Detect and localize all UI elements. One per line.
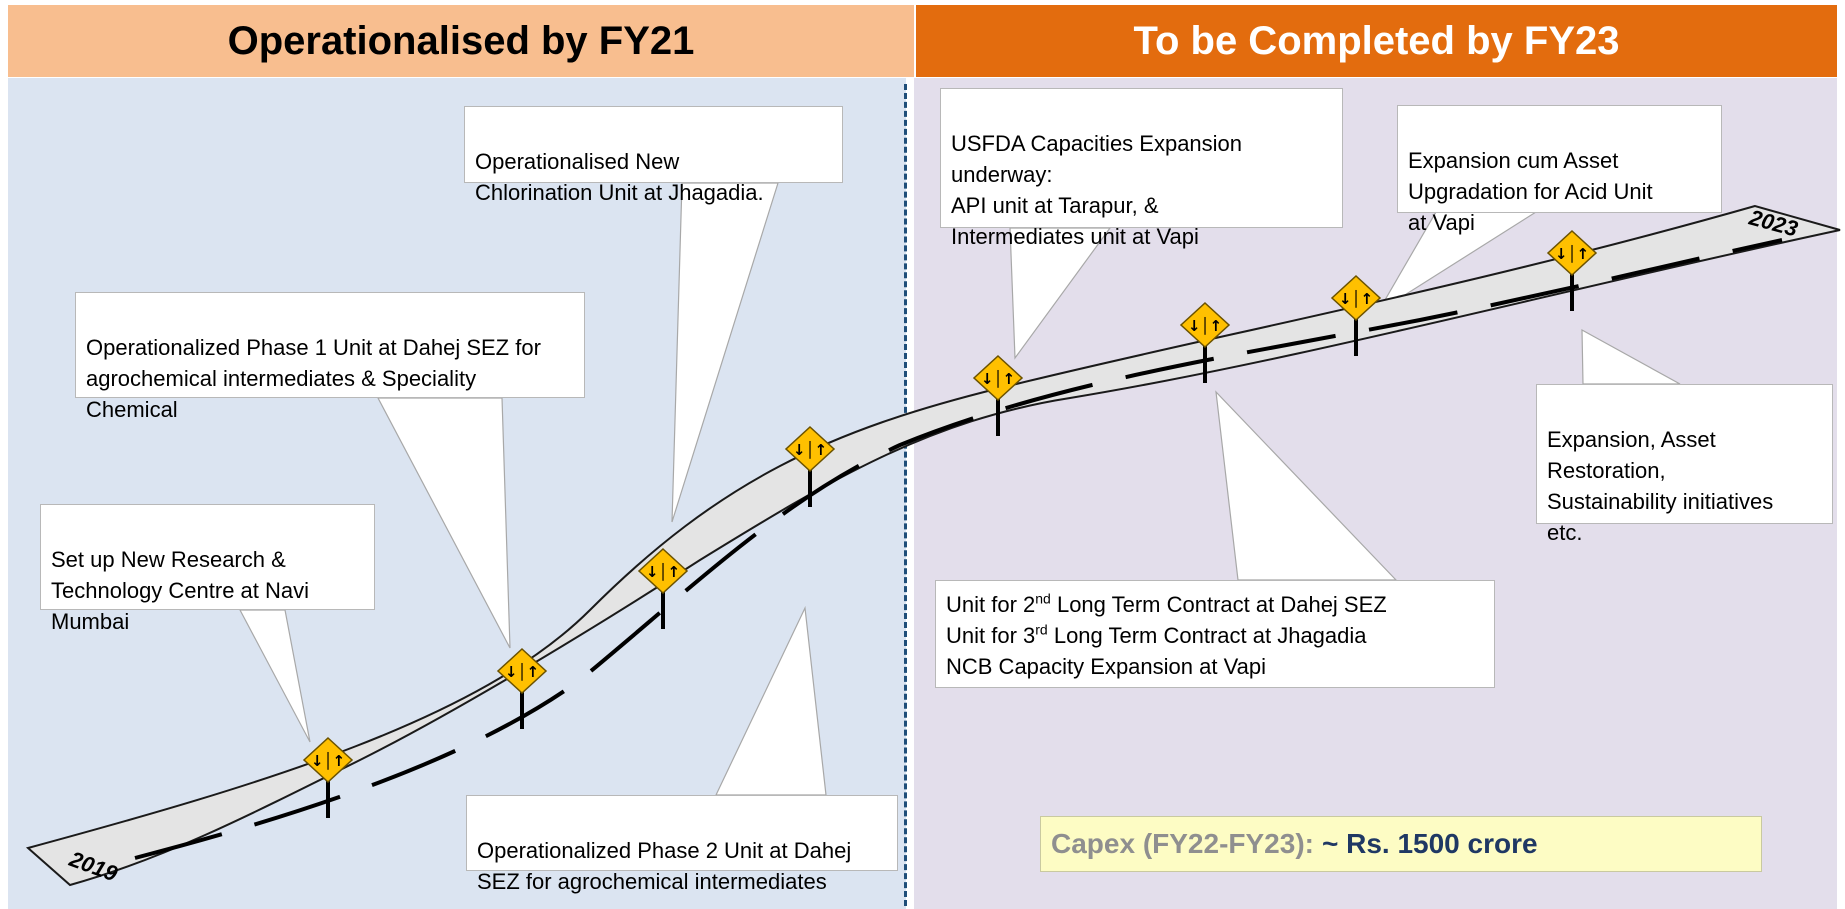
callout-chlorination: Operationalised New Chlorination Unit at… xyxy=(464,106,843,205)
pointer-research xyxy=(239,609,311,743)
long-term-line-2: Unit for 3rd Long Term Contract at Jhaga… xyxy=(946,621,1367,648)
callout-phase2-dahej-text: Operationalized Phase 2 Unit at Dahej SE… xyxy=(477,838,852,894)
pointer-usfda xyxy=(1009,227,1112,360)
capex-label: Capex (FY22-FY23): xyxy=(1051,828,1314,859)
capex-box: Capex (FY22-FY23): ~ Rs. 1500 crore xyxy=(1040,816,1762,872)
callout-usfda: USFDA Capacities Expansion underway: API… xyxy=(940,88,1343,249)
svg-text:↓│↑: ↓│↑ xyxy=(1339,289,1373,308)
callout-phase2-dahej: Operationalized Phase 2 Unit at Dahej SE… xyxy=(466,795,898,894)
callout-acid-unit: Expansion cum Asset Upgradation for Acid… xyxy=(1397,105,1722,235)
long-term-line-1: Unit for 2nd Long Term Contract at Dahej… xyxy=(946,590,1387,617)
svg-text:↓│↑: ↓│↑ xyxy=(311,751,345,770)
callout-phase1-dahej: Operationalized Phase 1 Unit at Dahej SE… xyxy=(75,292,585,422)
pointer-sustainability xyxy=(1581,328,1681,385)
road-sign-icon: ↓│↑ xyxy=(496,647,548,729)
road-center-line xyxy=(134,238,1783,860)
capex-value: ~ Rs. 1500 crore xyxy=(1321,828,1538,859)
pointer-long-term xyxy=(1215,390,1398,581)
callout-phase1-dahej-text: Operationalized Phase 1 Unit at Dahej SE… xyxy=(86,335,541,422)
long-term-line-3: NCB Capacity Expansion at Vapi xyxy=(946,654,1266,679)
road-sign-icon: ↓│↑ xyxy=(302,736,354,818)
header-operationalised: Operationalised by FY21 xyxy=(8,5,914,77)
callout-research-centre-text: Set up New Research & Technology Centre … xyxy=(51,547,310,634)
pointer-chlorination xyxy=(671,182,779,523)
header-left-title: Operationalised by FY21 xyxy=(227,18,695,63)
svg-text:↓│↑: ↓│↑ xyxy=(793,440,827,459)
callout-sustainability: Expansion, Asset Restoration, Sustainabi… xyxy=(1536,384,1833,545)
callout-acid-unit-text: Expansion cum Asset Upgradation for Acid… xyxy=(1408,148,1653,235)
callout-long-term-contracts: Unit for 2nd Long Term Contract at Dahej… xyxy=(935,580,1495,688)
pointer-phase2 xyxy=(715,605,827,796)
road-sign-icon: ↓│↑ xyxy=(784,425,836,507)
svg-text:↓│↑: ↓│↑ xyxy=(981,369,1015,388)
svg-text:↓│↑: ↓│↑ xyxy=(1188,316,1222,335)
road-sign-icon: ↓│↑ xyxy=(972,354,1024,436)
header-right-title: To be Completed by FY23 xyxy=(1133,18,1620,63)
callout-research-centre: Set up New Research & Technology Centre … xyxy=(40,504,375,634)
header-to-be-completed: To be Completed by FY23 xyxy=(916,5,1837,77)
svg-text:↓│↑: ↓│↑ xyxy=(505,662,539,681)
callout-sustainability-text: Expansion, Asset Restoration, Sustainabi… xyxy=(1547,427,1774,545)
svg-text:↓│↑: ↓│↑ xyxy=(1555,244,1589,263)
road-sign-icon: ↓│↑ xyxy=(1546,229,1598,311)
callout-chlorination-text: Operationalised New Chlorination Unit at… xyxy=(475,149,764,205)
road-sign-icon: ↓│↑ xyxy=(1179,301,1231,383)
svg-text:↓│↑: ↓│↑ xyxy=(646,562,680,581)
road-sign-icon: ↓│↑ xyxy=(637,547,689,629)
pointer-phase1 xyxy=(377,397,511,649)
timeline-divider xyxy=(904,84,907,906)
road-sign-icon: ↓│↑ xyxy=(1330,274,1382,356)
callout-usfda-text: USFDA Capacities Expansion underway: API… xyxy=(951,131,1243,249)
road-surface xyxy=(25,204,1841,887)
